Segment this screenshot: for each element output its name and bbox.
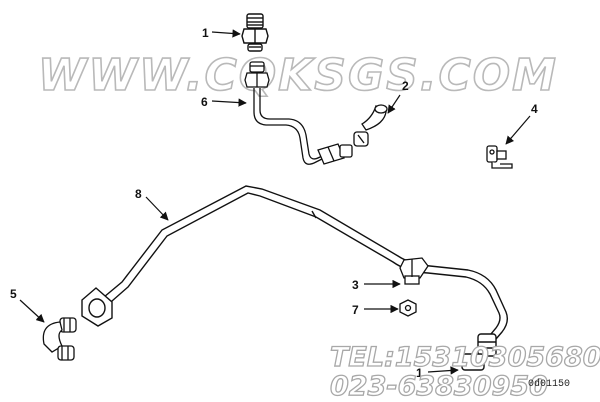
- callout-1: 1: [202, 26, 209, 40]
- callout-8: 8: [135, 187, 142, 201]
- part-5-elbow: [42, 317, 77, 361]
- part-3-clamp: [399, 257, 429, 285]
- figure-reference: 0d01150: [528, 378, 570, 390]
- watermark-text: WWW.CQKSGS.COM: [38, 50, 558, 101]
- part-1-fitting: [241, 13, 269, 52]
- leader-1: [211, 29, 241, 38]
- callout-4: 4: [531, 102, 538, 116]
- contact-tel: TEL:15310305680: [330, 342, 600, 373]
- leader-4: [505, 115, 531, 145]
- callout-7: 7: [352, 303, 359, 317]
- part-7-nut: [399, 299, 417, 317]
- leader-1b: [427, 366, 459, 375]
- part-8-tube: [81, 185, 509, 371]
- callout-6: 6: [201, 95, 208, 109]
- part-6-tube: [244, 61, 353, 165]
- callout-5: 5: [10, 287, 17, 301]
- callout-3: 3: [352, 278, 359, 292]
- callout-1b: 1: [416, 366, 423, 380]
- leader-2: [387, 94, 401, 114]
- leader-6: [211, 98, 247, 107]
- leader-5: [19, 299, 45, 323]
- part-2-elbow: [353, 104, 388, 147]
- leader-8: [145, 196, 169, 221]
- part-4-fitting: [486, 145, 513, 169]
- contact-phone: 023-63830950: [330, 371, 548, 402]
- callout-2: 2: [402, 79, 409, 93]
